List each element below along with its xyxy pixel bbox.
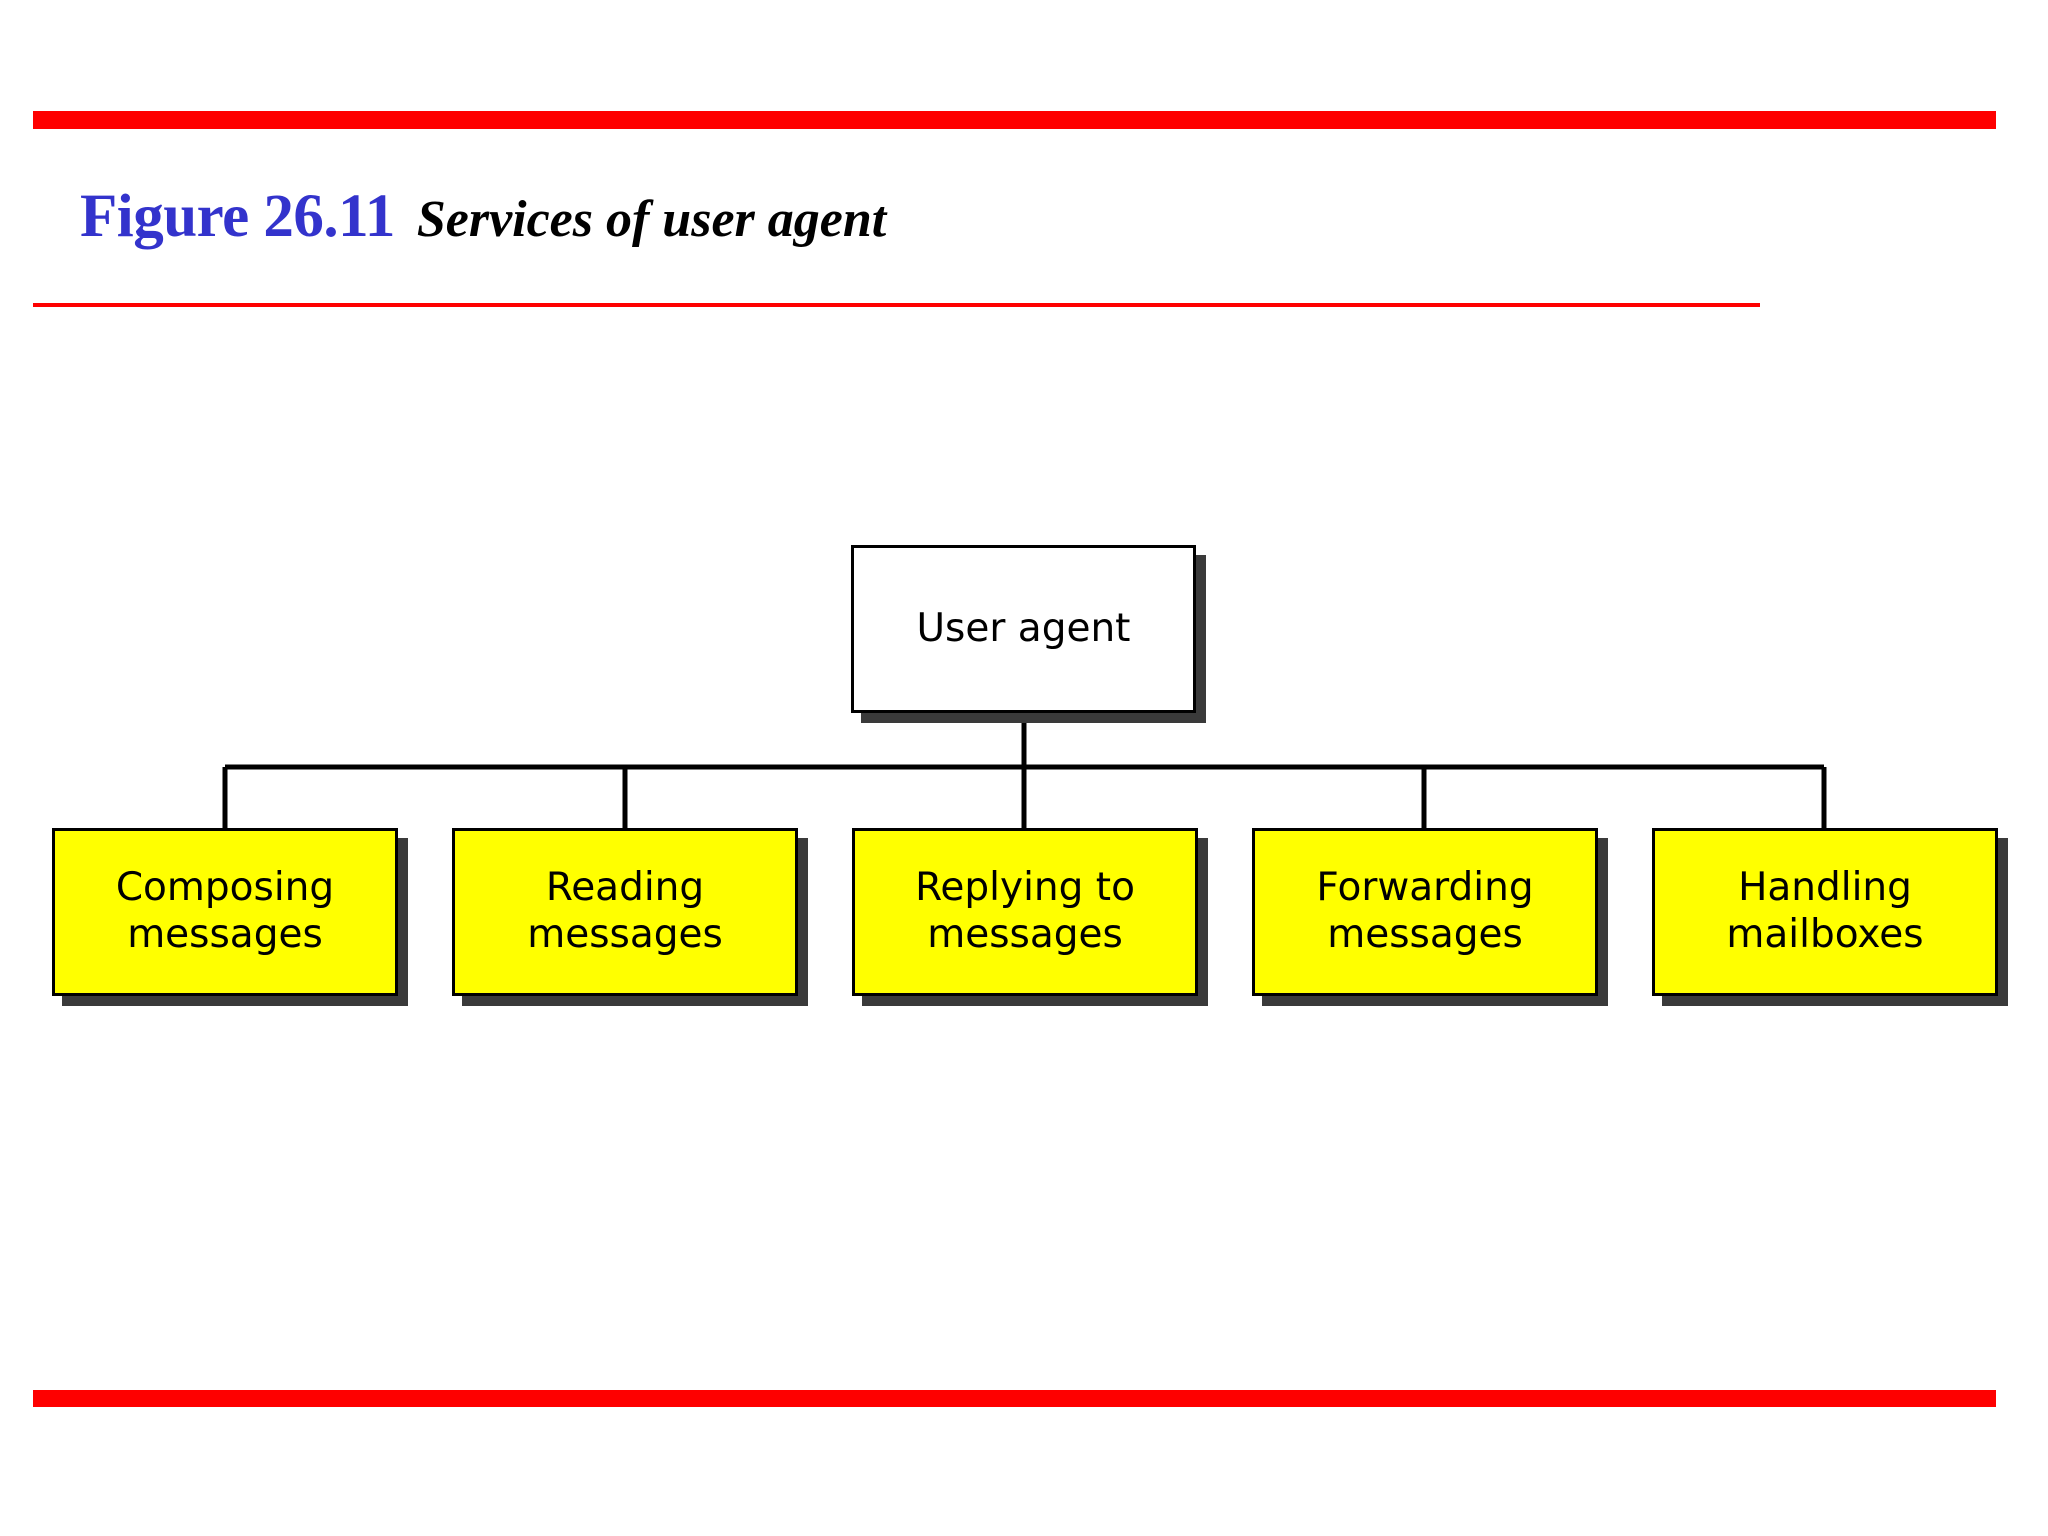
node-replying-to-messages[interactable]: Replying to messages — [852, 828, 1198, 996]
page-title: Figure 26.11 Services of user agent — [80, 186, 886, 247]
node-user-agent-label: User agent — [916, 605, 1131, 651]
node-composing-messages[interactable]: Composing messages — [52, 828, 398, 996]
title-underline-rule — [33, 303, 1760, 307]
node-handling-mailboxes[interactable]: Handling mailboxes — [1652, 828, 1998, 996]
figure-number-label: Figure 26.11 — [80, 183, 395, 250]
node-handling-mailboxes-label: Handling mailboxes — [1726, 865, 1924, 957]
node-forwarding-messages-label: Forwarding messages — [1316, 865, 1534, 957]
figure-caption-label: Services of user agent — [416, 191, 887, 248]
bottom-red-rule — [33, 1390, 1996, 1407]
node-composing-messages-label: Composing messages — [115, 865, 335, 957]
node-reading-messages[interactable]: Reading messages — [452, 828, 798, 996]
top-red-rule — [33, 111, 1996, 129]
node-forwarding-messages[interactable]: Forwarding messages — [1252, 828, 1598, 996]
node-replying-to-messages-label: Replying to messages — [915, 865, 1135, 957]
node-user-agent[interactable]: User agent — [851, 545, 1196, 713]
node-reading-messages-label: Reading messages — [527, 865, 723, 957]
